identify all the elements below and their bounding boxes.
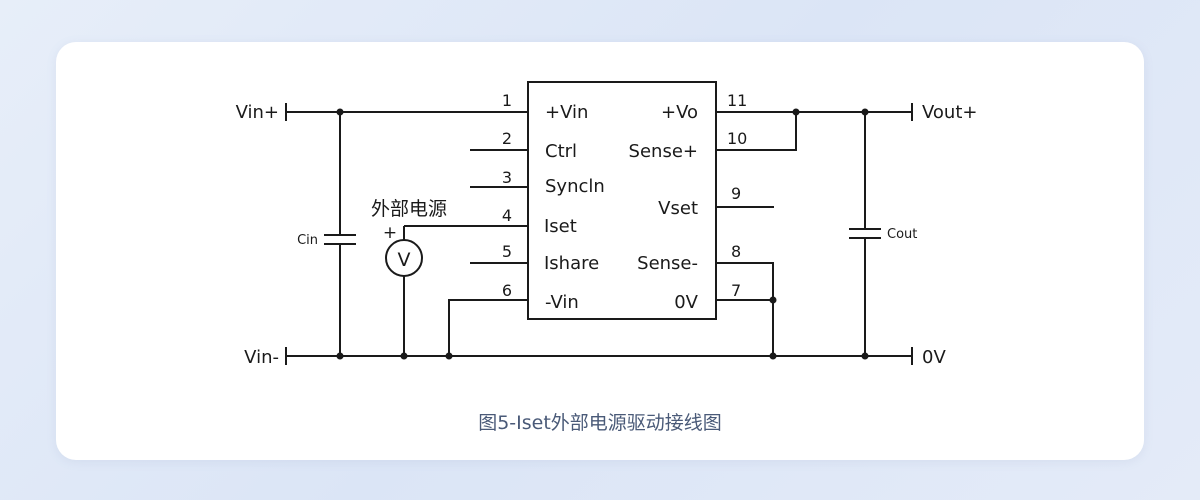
junction-dot bbox=[769, 352, 777, 360]
pin-number: 5 bbox=[502, 242, 512, 261]
vin-plus-label: Vin+ bbox=[236, 102, 279, 123]
pin-name: +Vin bbox=[545, 102, 588, 123]
junction-dot bbox=[769, 296, 777, 304]
pin-name: Sense+ bbox=[629, 141, 698, 162]
junction-dot bbox=[861, 352, 869, 360]
pin-name: -Vin bbox=[545, 292, 579, 313]
voltmeter-label: V bbox=[398, 249, 411, 271]
pin-6-wire bbox=[448, 299, 528, 356]
pin-number: 8 bbox=[731, 242, 741, 261]
cout-label: Cout bbox=[887, 227, 917, 242]
pin-name: Ishare bbox=[544, 253, 599, 274]
junction-dot bbox=[400, 352, 408, 360]
zero-v-label: 0V bbox=[922, 347, 946, 368]
pin-number: 3 bbox=[502, 168, 512, 187]
vin-minus-label: Vin- bbox=[244, 347, 279, 368]
pin-name: +Vo bbox=[661, 102, 698, 123]
sense-minus-wire bbox=[716, 262, 774, 356]
cin-label: Cin bbox=[297, 233, 318, 248]
pin-number: 10 bbox=[727, 129, 747, 148]
pin-number: 1 bbox=[502, 91, 512, 110]
pin-number: 7 bbox=[731, 281, 741, 300]
junction-dot bbox=[336, 352, 344, 360]
sense-plus-wire bbox=[716, 112, 797, 151]
pin-name: 0V bbox=[674, 292, 698, 313]
junction-dot bbox=[445, 352, 453, 360]
external-supply-label: 外部电源 bbox=[371, 198, 447, 220]
pin-number: 2 bbox=[502, 129, 512, 148]
junction-dot bbox=[336, 108, 344, 116]
pin-number: 4 bbox=[502, 206, 512, 225]
vout-plus-label: Vout+ bbox=[922, 102, 977, 123]
pin-name: Sense- bbox=[637, 253, 698, 274]
figure-caption: 图5-Iset外部电源驱动接线图 bbox=[478, 412, 722, 434]
pin-number: 6 bbox=[502, 281, 512, 300]
junction-dot bbox=[861, 108, 869, 116]
module-body bbox=[527, 81, 717, 320]
pin-name: Vset bbox=[658, 198, 698, 219]
junction-dot bbox=[792, 108, 800, 116]
pin-name: Ctrl bbox=[545, 141, 577, 162]
polarity-plus-label: + bbox=[383, 223, 397, 243]
pin-number: 11 bbox=[727, 91, 747, 110]
pin-number: 9 bbox=[731, 184, 741, 203]
pin-name: Syncln bbox=[545, 176, 605, 197]
pin-name: Iset bbox=[544, 216, 577, 237]
